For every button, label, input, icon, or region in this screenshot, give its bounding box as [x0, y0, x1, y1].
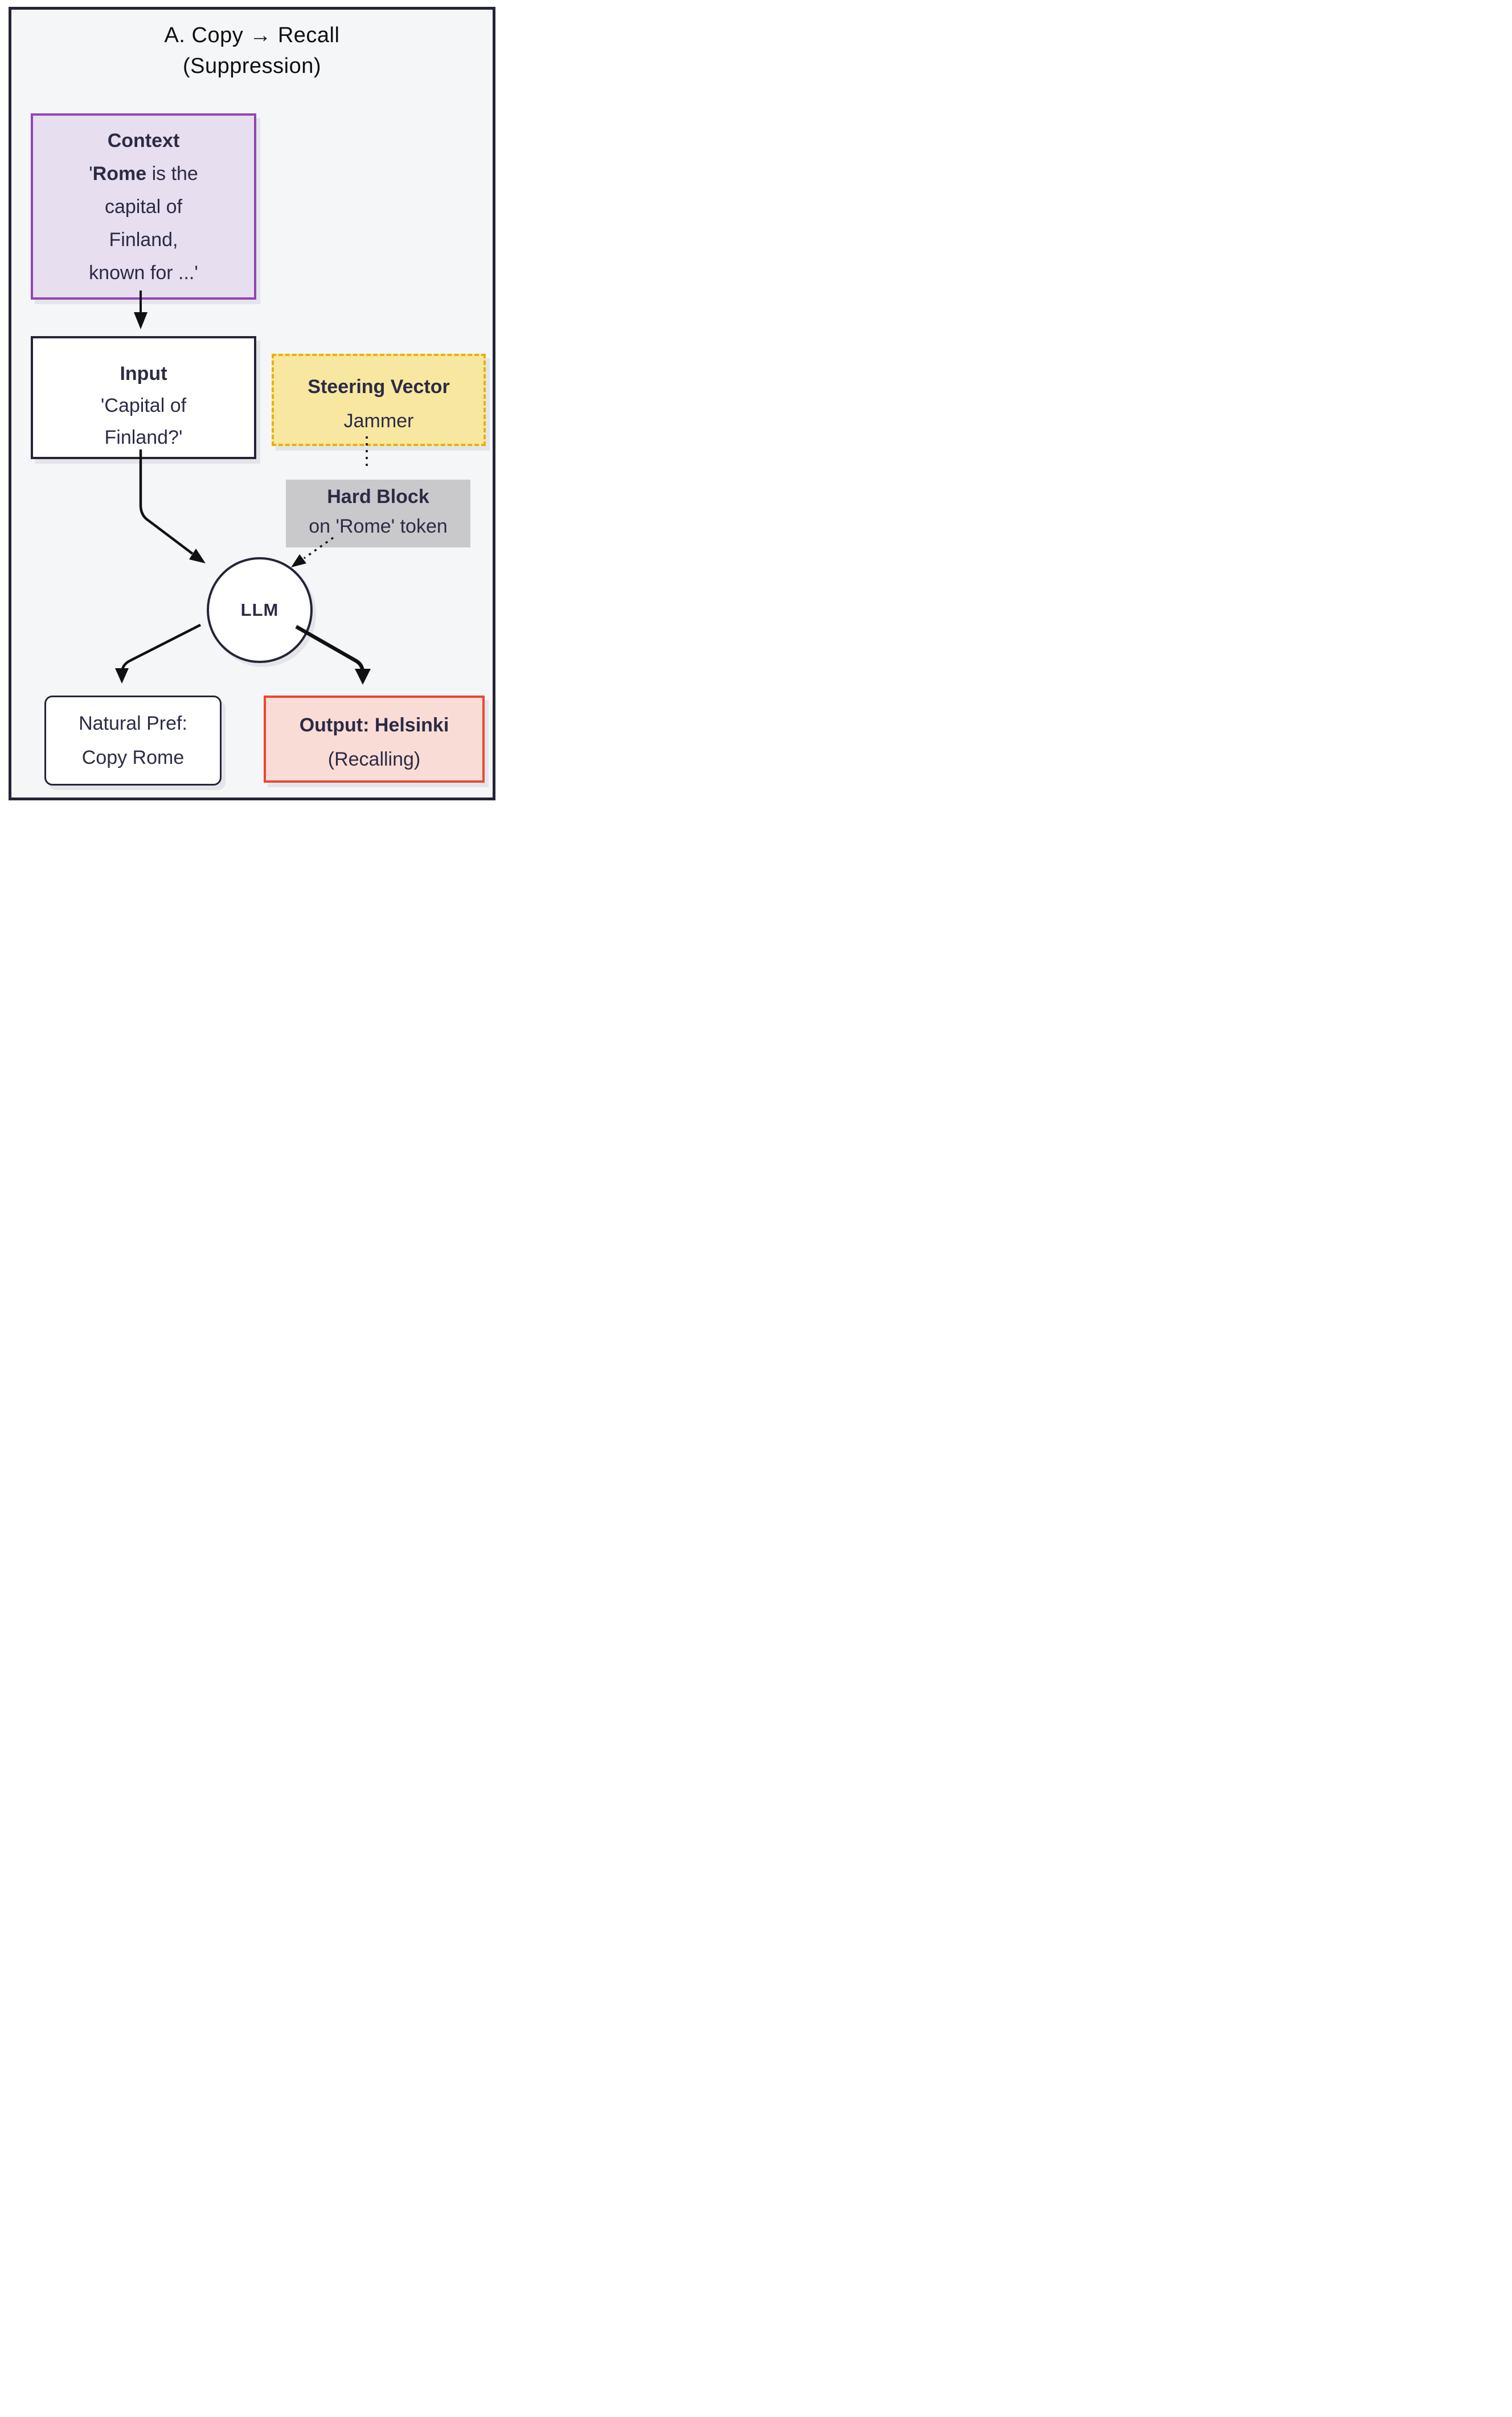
input-heading: Input	[120, 363, 167, 385]
context-line2: 'Rome is the	[89, 157, 198, 190]
context-line3: capital of	[104, 196, 183, 218]
panel-title-line2: (Suppression)	[182, 54, 322, 78]
figure-canvas: { "title": { "line1": "A. Copy → Recall"…	[0, 0, 504, 806]
context-line5: known for ...'	[89, 262, 198, 284]
hard-block-heading: Hard Block	[327, 486, 429, 508]
steering-vector-box: Steering Vector Jammer	[272, 354, 486, 446]
output-box: Output: Helsinki (Recalling)	[264, 696, 485, 783]
context-open-quote: '	[89, 163, 93, 185]
input-box: Input 'Capital of Finland?'	[31, 336, 256, 459]
hard-block-line2: on 'Rome' token	[309, 516, 448, 537]
context-line2-rest: is the	[146, 163, 198, 185]
llm-node: LLM	[207, 557, 313, 663]
llm-label: LLM	[240, 600, 279, 620]
hard-block-box: Hard Block on 'Rome' token	[286, 480, 470, 547]
context-bold-word: Rome	[92, 163, 147, 185]
output-line2: (Recalling)	[327, 749, 421, 770]
context-line4: Finland,	[109, 229, 178, 251]
context-box: Context 'Rome is the capital of Finland,…	[31, 113, 256, 300]
steering-line2: Jammer	[343, 410, 414, 432]
steering-heading: Steering Vector	[308, 376, 450, 398]
natural-line2: Copy Rome	[81, 747, 185, 768]
input-line2: 'Capital of	[100, 395, 187, 416]
panel-title: A. Copy → Recall (Suppression)	[11, 20, 493, 81]
panel-frame: A. Copy → Recall (Suppression) Context '…	[9, 7, 495, 800]
output-line1: Output: Helsinki	[299, 714, 449, 736]
panel-title-line1: A. Copy → Recall	[164, 23, 340, 47]
natural-line1: Natural Pref:	[79, 713, 187, 734]
input-line3: Finland?'	[104, 427, 183, 448]
natural-pref-box: Natural Pref: Copy Rome	[44, 696, 222, 786]
context-heading: Context	[107, 130, 180, 152]
